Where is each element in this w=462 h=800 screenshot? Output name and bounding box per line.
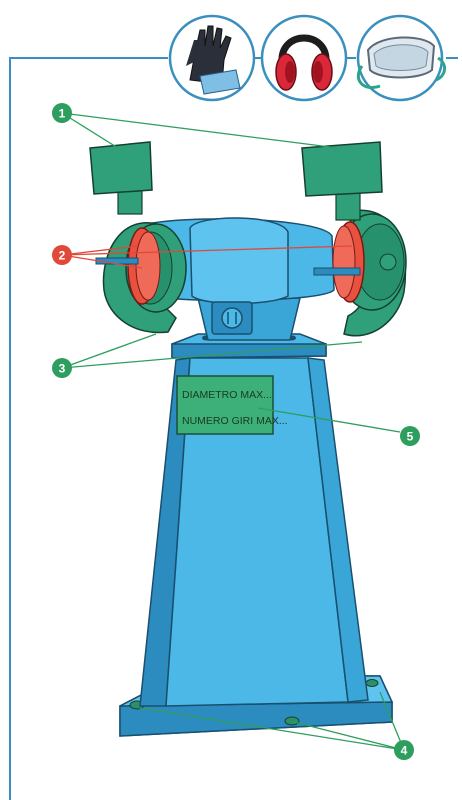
svg-text:3: 3: [59, 362, 66, 376]
right-eye-shield: [301, 141, 383, 221]
info-plate: DIAMETRO MAX... NUMERO GIRI MAX...: [176, 375, 288, 435]
frame-border: [9, 57, 458, 800]
plate-line-diameter: DIAMETRO MAX...: [182, 389, 272, 401]
safety-goggles-icon: [356, 14, 446, 102]
callout-badge-2: 2: [52, 245, 72, 265]
leader-lines: [61, 112, 405, 751]
callout-badge-1: 1: [52, 103, 72, 123]
left-grinding-wheel: [95, 227, 161, 305]
svg-text:4: 4: [401, 744, 408, 758]
left-eye-shield: [89, 141, 153, 215]
pedestal-column: [139, 357, 369, 707]
callout-badge-5: 5: [400, 426, 420, 446]
ear-protection-icon: [260, 14, 348, 102]
gloves-icon: [168, 14, 256, 102]
svg-text:1: 1: [59, 107, 66, 121]
callout-badge-3: 3: [52, 358, 72, 378]
svg-text:5: 5: [407, 430, 414, 444]
plate-line-rpm: NUMERO GIRI MAX...: [182, 415, 288, 427]
callout-badge-4: 4: [394, 740, 414, 760]
right-grinding-wheel: [313, 221, 365, 303]
svg-text:2: 2: [59, 249, 66, 263]
